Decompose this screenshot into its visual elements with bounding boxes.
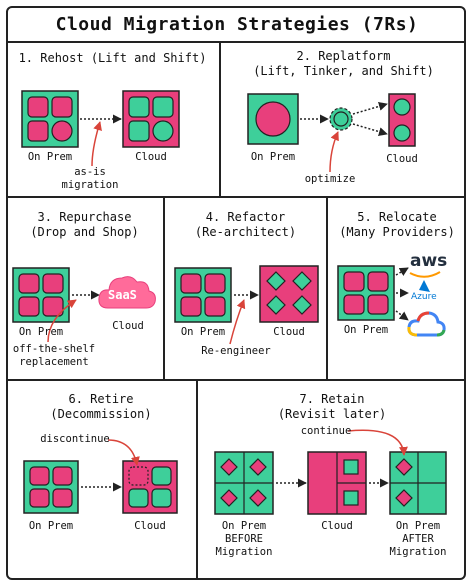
rehost-title: 1. Rehost (Lift and Shift) — [18, 51, 207, 65]
replatform-onprem-label: On Prem — [250, 151, 296, 163]
azure-logo: Azure — [411, 292, 437, 302]
repurchase-note-arrow — [47, 299, 77, 343]
relocate-onprem-box — [337, 265, 395, 321]
repurchase-onprem-box — [12, 267, 70, 323]
aws-smile-icon — [409, 271, 441, 278]
divider-row3-top — [6, 379, 466, 381]
refactor-onprem-box — [174, 267, 232, 323]
google-cloud-icon — [407, 311, 446, 337]
azure-icon — [419, 280, 430, 292]
saas-label: SaaS — [108, 288, 137, 302]
repurchase-note-line1: off-the-shelf — [12, 343, 96, 355]
retain-title-line2: (Revisit later) — [277, 407, 387, 421]
divider-row2-top — [6, 196, 466, 198]
divider-row2-right — [326, 196, 328, 380]
retain-title-line1: 7. Retain — [299, 392, 365, 406]
retain-before-box — [214, 451, 274, 515]
repurchase-cloud-label: Cloud — [112, 320, 144, 332]
saas-cloud-icon — [98, 276, 156, 309]
rehost-onprem-box — [21, 90, 79, 148]
refactor-cloud-box — [259, 265, 319, 323]
retire-title-line2: (Decommission) — [50, 407, 152, 421]
retire-note-arrow — [107, 439, 140, 466]
repurchase-note-line2: replacement — [19, 356, 89, 368]
rehost-onprem-label: On Prem — [27, 151, 73, 163]
retire-onprem-label: On Prem — [28, 520, 74, 532]
repurchase-onprem-label: On Prem — [18, 326, 64, 338]
repurchase-title-line2: (Drop and Shop) — [30, 225, 139, 239]
retain-before-label-line3: Migration — [215, 546, 273, 558]
replatform-cloud-label: Cloud — [386, 153, 418, 165]
divider-row3-mid — [196, 379, 198, 580]
relocate-onprem-label: On Prem — [343, 324, 389, 336]
replatform-note-arrow — [329, 131, 339, 173]
rehost-note-line1: as-is — [74, 166, 106, 178]
retire-onprem-box — [23, 460, 79, 514]
retain-after-label-line1: On Prem — [395, 520, 441, 532]
gear-icon — [329, 107, 353, 131]
outer-frame — [6, 6, 466, 580]
aws-logo: aws — [410, 251, 448, 271]
retain-note-arrow — [347, 429, 408, 456]
retain-before-label-line2: BEFORE — [225, 533, 263, 545]
rehost-note-line2: migration — [61, 179, 119, 191]
retire-cloud-box — [122, 460, 178, 514]
rehost-cloud-box — [122, 90, 180, 148]
retain-after-label-line2: AFTER — [402, 533, 434, 545]
retire-title-line1: 6. Retire — [68, 392, 134, 406]
refactor-cloud-label: Cloud — [273, 326, 305, 338]
retain-cloud-label: Cloud — [321, 520, 353, 532]
replatform-arrow-out-top — [352, 101, 388, 115]
refactor-note-arrow — [229, 299, 246, 345]
relocate-title-line1: 5. Relocate — [357, 210, 437, 224]
replatform-cloud-box — [388, 93, 416, 147]
refactor-note: Re-engineer — [201, 345, 271, 357]
retire-note: discontinue — [40, 433, 110, 445]
retain-cloud-box — [307, 451, 367, 515]
repurchase-title-line1: 3. Repurchase — [37, 210, 132, 224]
relocate-arrow-gcp — [395, 310, 409, 321]
refactor-title-line2: (Re-architect) — [194, 225, 297, 239]
rehost-note-arrow — [91, 121, 102, 167]
divider-row1-top — [6, 41, 466, 43]
replatform-onprem-box — [247, 93, 299, 145]
refactor-title-line1: 4. Refactor — [205, 210, 286, 224]
retain-after-box — [389, 451, 447, 515]
relocate-title-line2: (Many Providers) — [339, 225, 455, 239]
divider-row1-mid — [219, 41, 221, 197]
replatform-title-line2: (Lift, Tinker, and Shift) — [253, 64, 434, 78]
replatform-note: optimize — [304, 173, 356, 185]
rehost-cloud-label: Cloud — [135, 151, 167, 163]
retire-cloud-label: Cloud — [134, 520, 166, 532]
diagram-title: Cloud Migration Strategies (7Rs) — [55, 14, 419, 35]
refactor-onprem-label: On Prem — [180, 326, 226, 338]
retain-note: continue — [300, 425, 352, 437]
replatform-arrow-out-bottom — [352, 123, 388, 137]
retain-before-label-line1: On Prem — [221, 520, 267, 532]
relocate-arrow-aws — [395, 267, 409, 276]
divider-row2-left — [163, 196, 165, 380]
replatform-title-line1: 2. Replatform — [296, 49, 391, 63]
retain-after-label-line3: Migration — [389, 546, 447, 558]
